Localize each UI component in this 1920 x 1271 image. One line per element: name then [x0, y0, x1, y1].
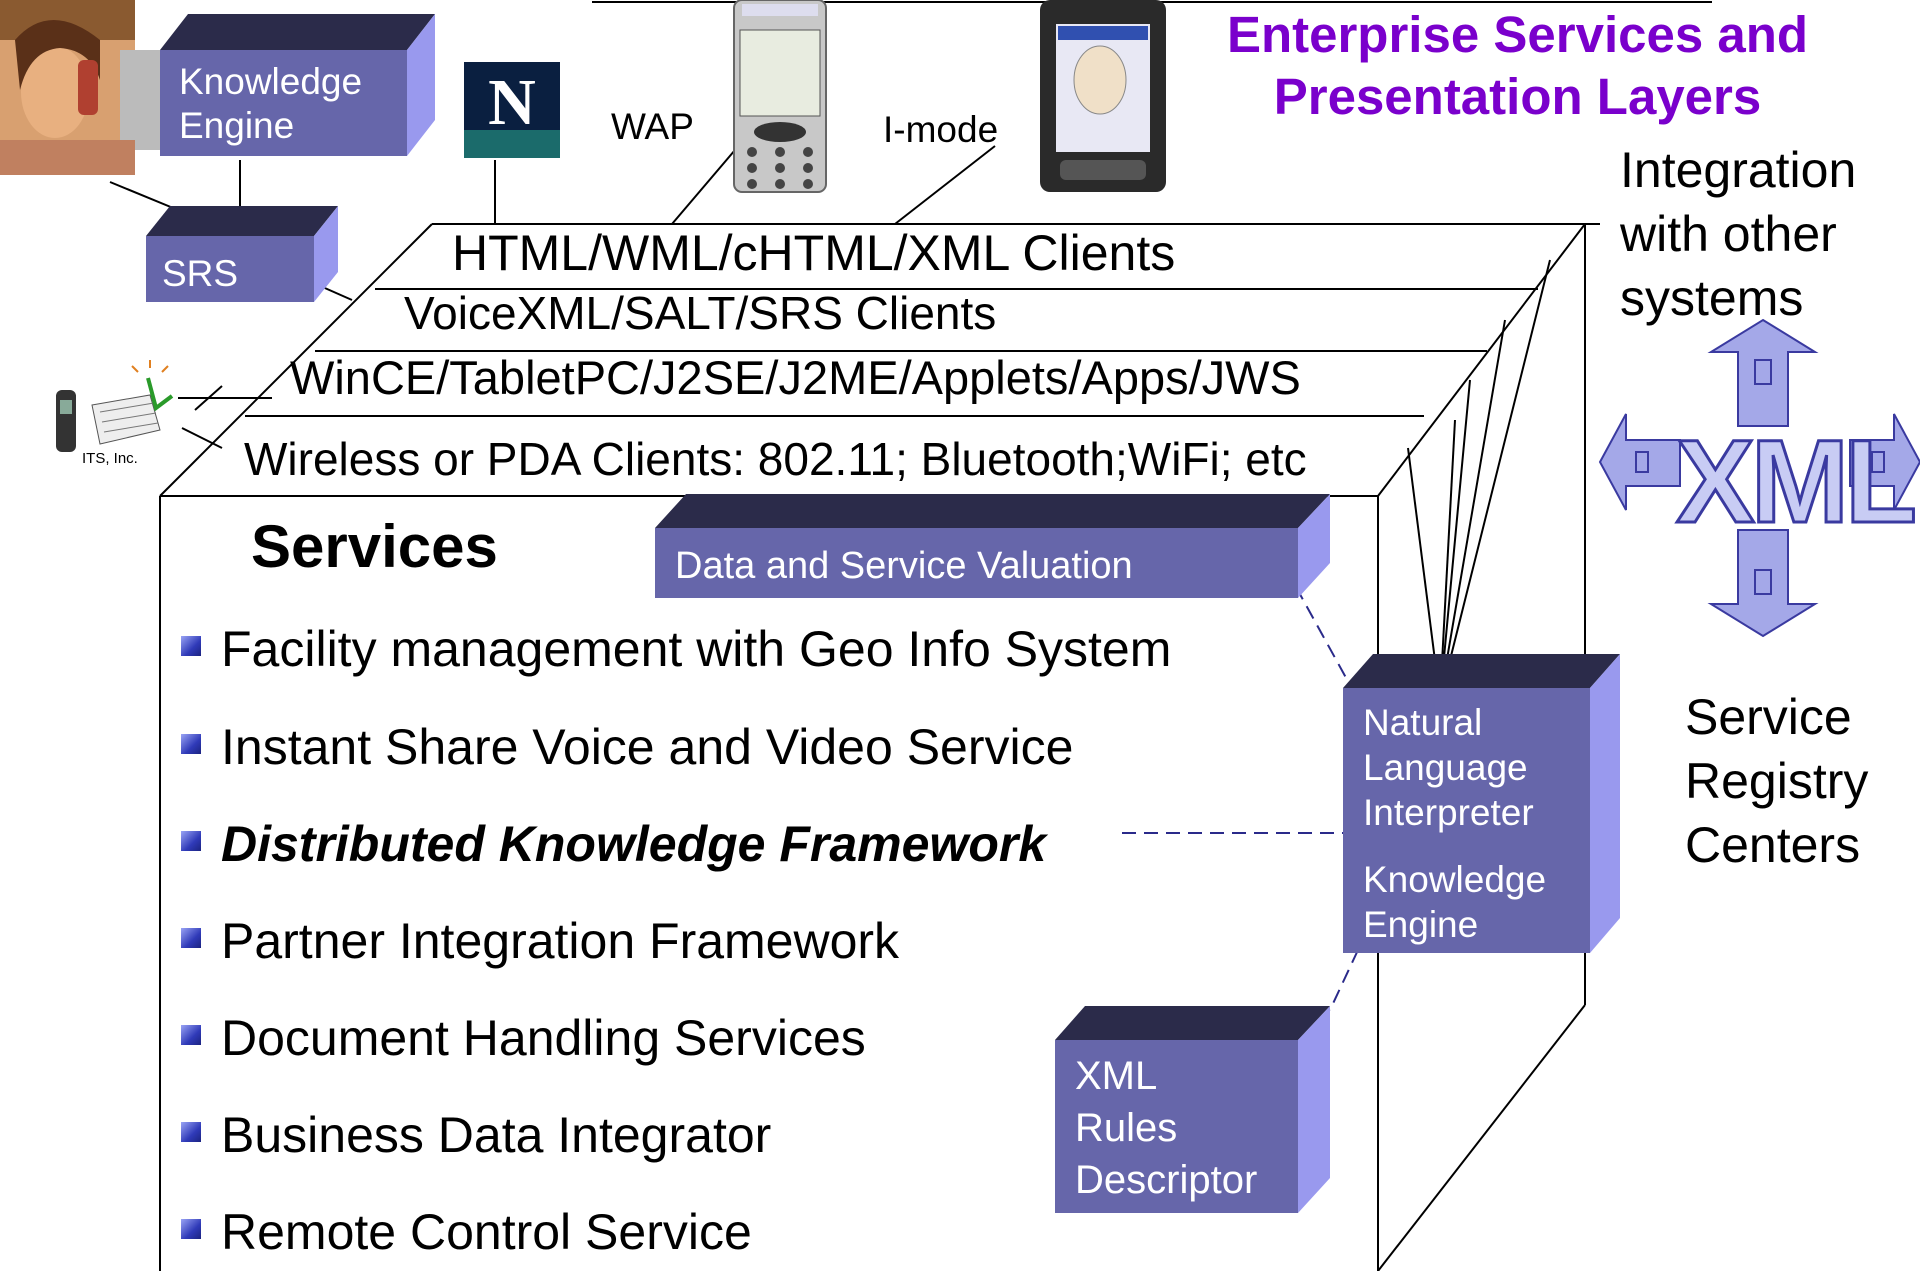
service-item-label: Instant Share Voice and Video Service [221, 719, 1074, 775]
wap-phone-icon [733, 0, 827, 193]
layer-voicexml-clients: VoiceXML/SALT/SRS Clients [404, 287, 997, 339]
integration-text: Integration with other systems [1620, 138, 1856, 330]
nli-line-language: Language [1363, 747, 1528, 788]
xml-arrows-icon [1598, 318, 1920, 638]
title-line-1: Enterprise Services and [1226, 6, 1809, 63]
bullet-icon [181, 1025, 201, 1045]
nli-box [1343, 654, 1620, 953]
bullet-icon [181, 1122, 201, 1142]
nli-label: Natural Language Interpreter Knowledge E… [1363, 700, 1546, 947]
data-valuation-box [655, 494, 1330, 598]
nli-line-knowledge: Knowledge [1363, 859, 1547, 900]
service-item-label: Partner Integration Framework [221, 913, 900, 969]
bullet-icon [181, 831, 201, 851]
srs-label: SRS [162, 253, 239, 294]
nli-line-engine: Engine [1363, 904, 1479, 945]
bullet-icon [181, 636, 201, 656]
its-device-icon [56, 360, 174, 452]
bullet-icon [181, 734, 201, 754]
service-item-label: Distributed Knowledge Framework [221, 816, 1047, 872]
bullet-icon [181, 928, 201, 948]
data-valuation-label: Data and Service Valuation [675, 545, 1133, 587]
xml-rules-line-3: Descriptor [1075, 1158, 1258, 1202]
knowledge-engine-top-label: Knowledge Engine [179, 60, 362, 148]
service-item-label: Document Handling Services [221, 1010, 866, 1066]
svg-text:N: N [488, 66, 536, 139]
diagram-title: Enterprise Services and Presentation Lay… [1195, 4, 1840, 128]
registry-line-2: Registry [1685, 753, 1869, 809]
layer-wireless-clients: Wireless or PDA Clients: 802.11; Bluetoo… [244, 433, 1307, 485]
registry-text: Service Registry Centers [1685, 685, 1868, 877]
registry-line-3: Centers [1685, 817, 1861, 873]
layer-html-clients: HTML/WML/cHTML/XML Clients [452, 225, 1176, 281]
xml-logo-text: XML [1674, 415, 1918, 550]
service-item-label: Facility management with Geo Info System [221, 621, 1172, 677]
srs-box [146, 206, 338, 302]
xml-rules-box [1055, 1006, 1330, 1213]
service-item-label: Remote Control Service [221, 1204, 752, 1260]
knowledge-engine-box-top [160, 14, 435, 156]
knowledge-engine-top-line-1: Knowledge [179, 61, 363, 102]
nli-line-interpreter: Interpreter [1363, 792, 1534, 833]
netscape-logo-icon: N [464, 62, 560, 158]
user-photo [0, 0, 160, 175]
services-heading: Services [251, 513, 498, 580]
imode-label: I-mode [883, 109, 999, 150]
imode-phone-icon [1040, 0, 1166, 192]
xml-rules-line-1: XML [1075, 1054, 1158, 1098]
its-label: ITS, Inc. [82, 450, 138, 467]
nli-line-natural: Natural [1363, 702, 1483, 743]
xml-rules-label: XML Rules Descriptor [1075, 1050, 1257, 1206]
integration-line-2: with other [1620, 206, 1837, 262]
integration-line-3: systems [1620, 270, 1804, 326]
service-item-label: Business Data Integrator [221, 1107, 772, 1163]
registry-line-1: Service [1685, 689, 1852, 745]
bullet-icon [181, 1219, 201, 1239]
nli-fan-lines [1407, 259, 1551, 701]
knowledge-engine-top-line-2: Engine [179, 105, 295, 146]
title-line-2: Presentation Layers [1273, 68, 1762, 125]
layer-java-clients: WinCE/TabletPC/J2SE/J2ME/Applets/Apps/JW… [290, 351, 1301, 404]
wap-label: WAP [611, 106, 694, 147]
integration-line-1: Integration [1620, 142, 1857, 198]
xml-rules-line-2: Rules [1075, 1106, 1178, 1150]
dashed-connectors [1122, 586, 1359, 1011]
